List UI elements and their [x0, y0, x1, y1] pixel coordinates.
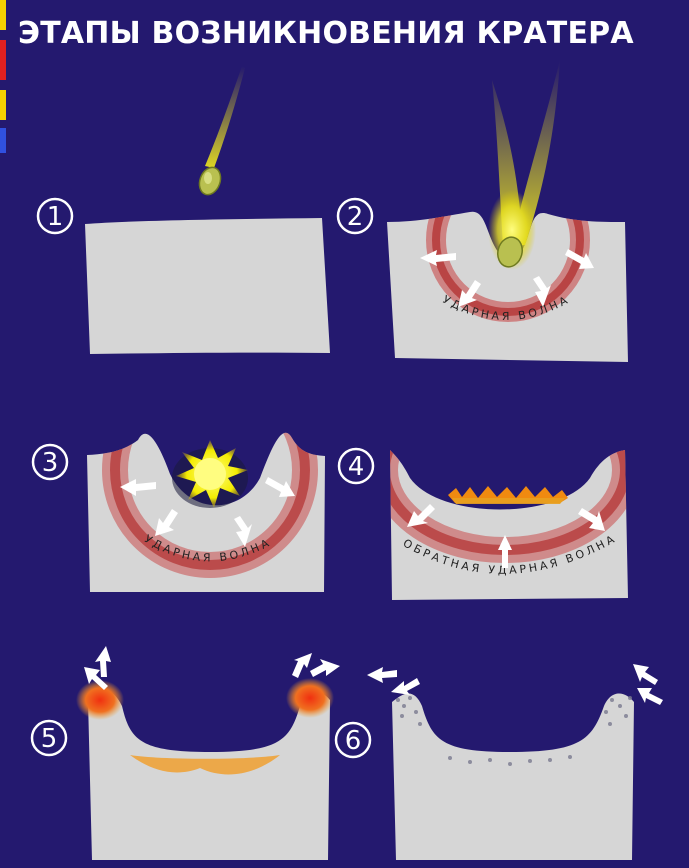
ground-block	[88, 691, 330, 860]
hot-ejecta-right	[286, 678, 334, 718]
stage-4: 4 ОБРАТНАЯ УДАРНАЯ ВОЛНА	[339, 390, 628, 600]
explosion	[172, 440, 248, 508]
stage-number: 6	[345, 726, 362, 756]
stage-3: 3 УДАРНАЯ ВОЛНА	[33, 375, 325, 592]
stage-number: 2	[347, 202, 364, 232]
stage-5: 5	[32, 646, 340, 860]
ground-block	[85, 218, 330, 354]
stage-number: 5	[41, 724, 58, 754]
meteor	[196, 66, 245, 198]
stage-number: 3	[42, 448, 59, 478]
ground-block	[392, 694, 634, 861]
stage-number: 4	[348, 452, 365, 482]
stage-2: 2 УДАРНАЯ ВОЛНА	[338, 60, 628, 362]
stage-6: 6	[336, 664, 663, 860]
stage-1: 1	[38, 66, 330, 354]
molten-layer	[448, 486, 568, 504]
stage-number: 1	[47, 202, 64, 232]
